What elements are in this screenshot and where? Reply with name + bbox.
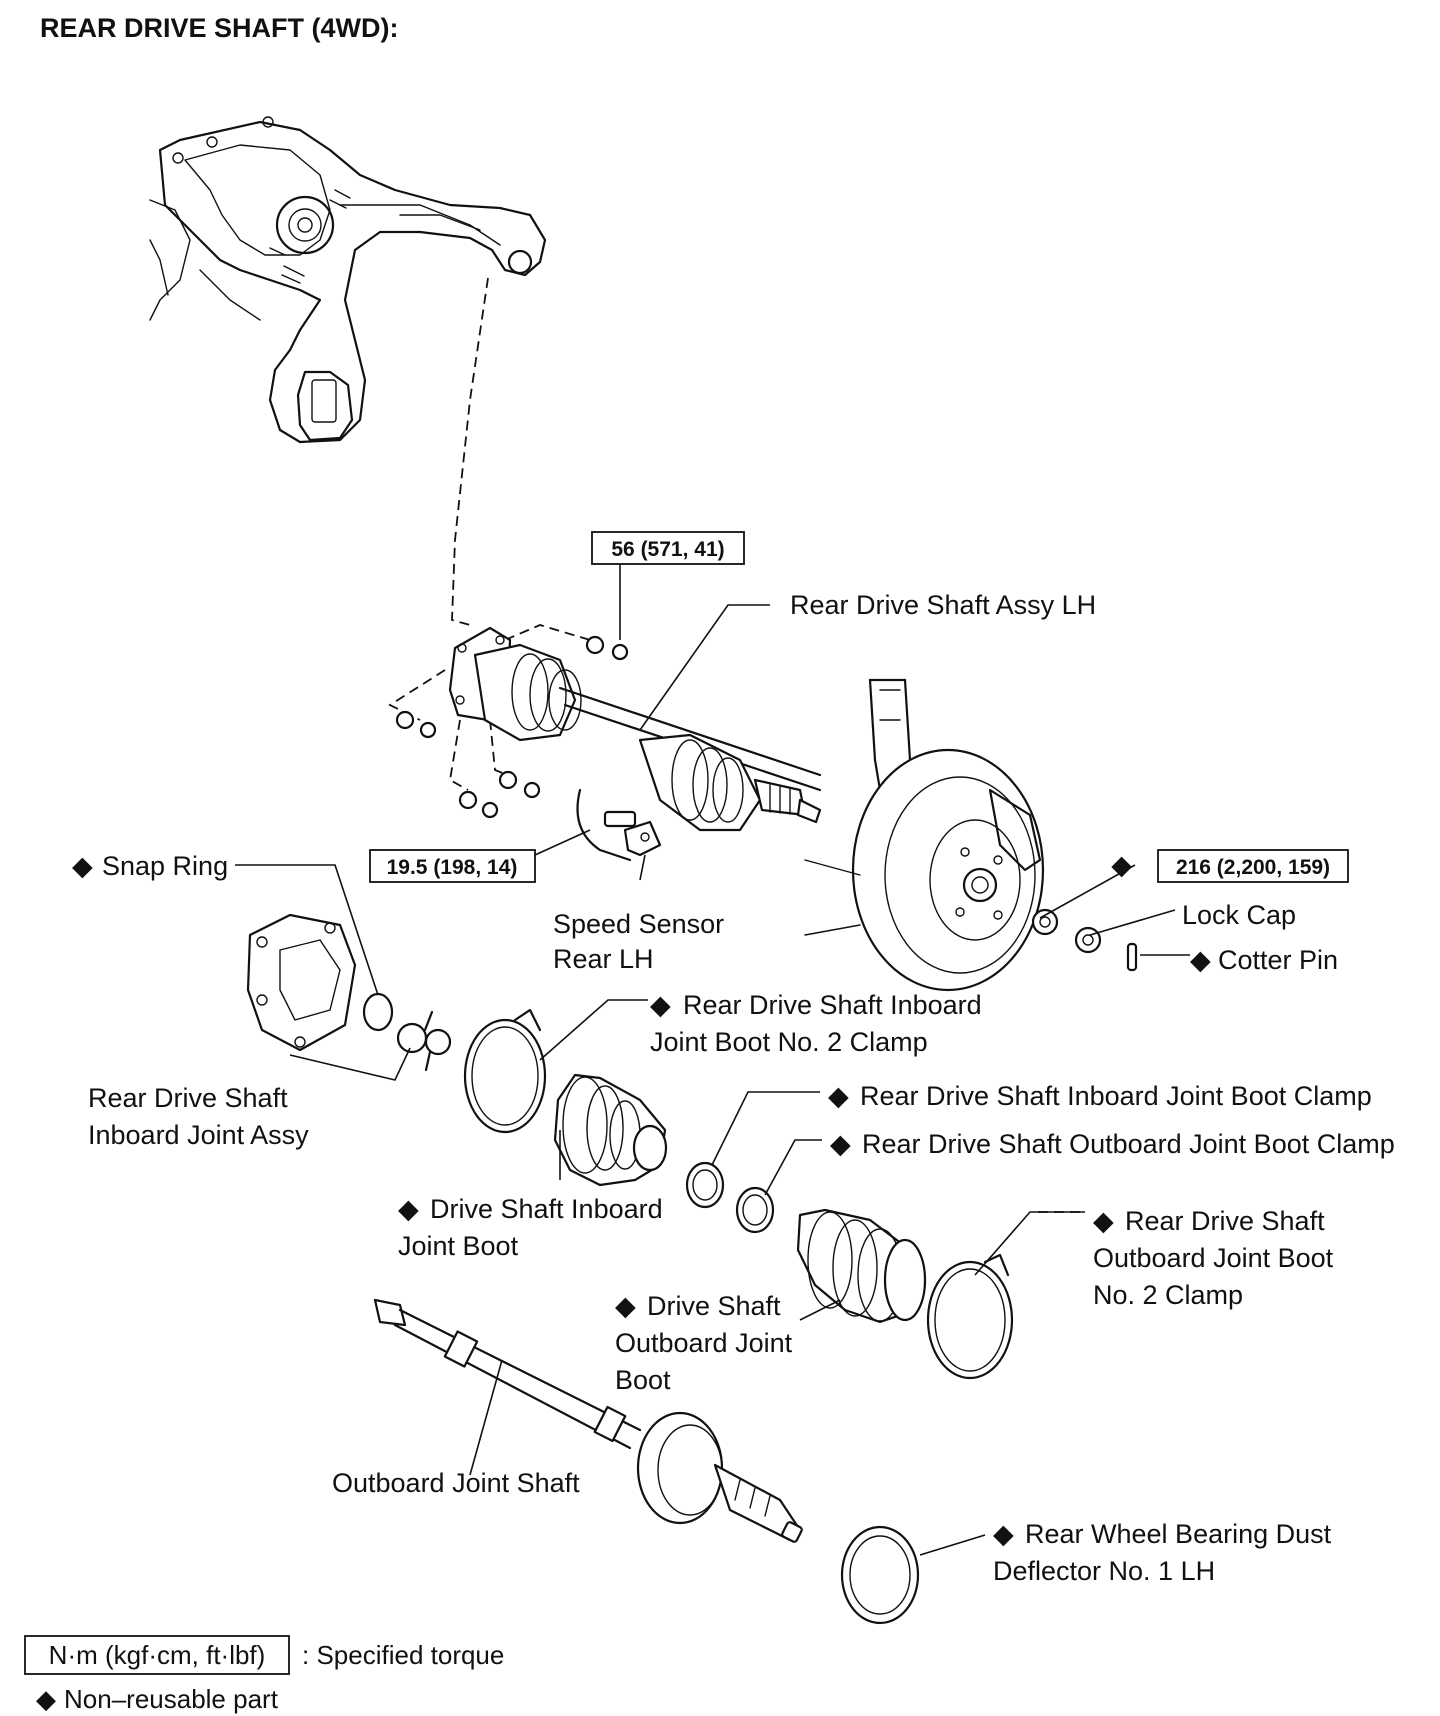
label-speed-sensor: Speed Sensor Rear LH [553, 909, 724, 974]
label-line: Outboard Joint Boot [1093, 1243, 1334, 1273]
rear-drive-shaft-assy-illustration [448, 626, 822, 832]
label-line: Deflector No. 1 LH [993, 1556, 1215, 1586]
label-line: Rear LH [553, 944, 654, 974]
label-snap-ring: ◆ Snap Ring [72, 851, 228, 881]
label-cotter-pin: ◆ Cotter Pin [1190, 945, 1338, 975]
nonreusable-mark: ◆ [615, 1291, 636, 1321]
nonreusable-mark: ◆ [398, 1194, 419, 1224]
label-line: Rear Wheel Bearing Dust [1025, 1519, 1332, 1549]
label-line: Inboard Joint Assy [88, 1120, 309, 1150]
label-line: Joint Boot [398, 1231, 519, 1261]
legend-torque-unit: N·m (kgf·cm, ft·lbf) [49, 1640, 266, 1670]
dust-deflector-illustration [840, 1525, 920, 1625]
label-outboard-joint-boot: ◆ Drive Shaft Outboard Joint Boot [615, 1291, 793, 1395]
torque-value: 19.5 (198, 14) [387, 856, 518, 879]
label-line: Outboard Joint [615, 1328, 793, 1358]
torque-spec-hub-nut: ◆ 216 (2,200, 159) [1111, 849, 1349, 883]
nonreusable-mark: ◆ [993, 1519, 1014, 1549]
label-outboard-joint-shaft: Outboard Joint Shaft [332, 1468, 580, 1498]
torque-value: 216 (2,200, 159) [1176, 856, 1330, 879]
torque-box [369, 849, 536, 883]
label-line: Rear Drive Shaft [88, 1083, 288, 1113]
label-text: Rear Drive Shaft Outboard Joint Boot Cla… [862, 1129, 1395, 1159]
label-text: Cotter Pin [1218, 945, 1338, 975]
label-dust-deflector: ◆ Rear Wheel Bearing Dust Deflector No. … [993, 1519, 1332, 1586]
nonreusable-mark: ◆ [650, 990, 671, 1020]
inboard-boot-clamp-illustration [685, 1161, 725, 1209]
torque-spec-sensor-bolt: 19.5 (198, 14) [369, 849, 536, 883]
label-line: Rear Drive Shaft [1125, 1206, 1325, 1236]
page-title: REAR DRIVE SHAFT (4WD): [40, 13, 399, 43]
outboard-boot-clamp-illustration [735, 1186, 775, 1234]
nonreusable-mark: ◆ [1190, 945, 1211, 975]
nonreusable-mark: ◆ [1111, 850, 1132, 880]
label-line: Drive Shaft Inboard [430, 1194, 663, 1224]
nonreusable-mark: ◆ [1093, 1206, 1114, 1236]
legend-nonreusable-text: Non–reusable part [64, 1684, 279, 1714]
nuts-and-washers [395, 635, 629, 819]
label-line: Rear Drive Shaft Inboard [683, 990, 982, 1020]
differential-carrier-illustration [149, 116, 547, 444]
label-lock-cap: Lock Cap [1182, 900, 1296, 930]
snap-ring-illustration [362, 992, 394, 1032]
nonreusable-mark: ◆ [830, 1129, 851, 1159]
legend: N·m (kgf·cm, ft·lbf) : Specified torque … [24, 1635, 504, 1714]
legend-torque-box [24, 1635, 290, 1675]
label-text: Rear Drive Shaft Inboard Joint Boot Clam… [860, 1081, 1372, 1111]
label-outboard-boot-clamp: ◆ Rear Drive Shaft Outboard Joint Boot C… [830, 1129, 1395, 1159]
outboard-joint-boot-illustration [796, 1208, 927, 1324]
inboard-joint-boot-illustration [553, 1073, 668, 1187]
torque-box [1157, 849, 1349, 883]
label-inboard-boot-clamp: ◆ Rear Drive Shaft Inboard Joint Boot Cl… [828, 1081, 1372, 1111]
legend-nonreusable-mark: ◆ [36, 1684, 56, 1714]
label-line: Drive Shaft [647, 1291, 781, 1321]
torque-spec-nut: 56 (571, 41) [591, 531, 745, 565]
label-inboard-joint-boot: ◆ Drive Shaft Inboard Joint Boot [398, 1194, 663, 1261]
tripod-joint-illustration [396, 1010, 452, 1072]
label-line: Joint Boot No. 2 Clamp [650, 1027, 928, 1057]
label-inboard-boot-no2-clamp: ◆ Rear Drive Shaft Inboard Joint Boot No… [650, 990, 982, 1057]
nonreusable-mark: ◆ [72, 851, 93, 881]
inboard-boot-no2-clamp-illustration [463, 1008, 547, 1134]
label-outboard-boot-no2-clamp: ◆ Rear Drive Shaft Outboard Joint Boot N… [1093, 1206, 1334, 1310]
label-rear-drive-shaft-assy: Rear Drive Shaft Assy LH [790, 590, 1096, 620]
label-line: Speed Sensor [553, 909, 724, 939]
hub-nut-parts [1031, 908, 1138, 972]
torque-value: 56 (571, 41) [611, 538, 724, 561]
torque-box [591, 531, 745, 565]
brake-disc-hub-illustration [804, 678, 1045, 992]
label-inboard-joint-assy: Rear Drive Shaft Inboard Joint Assy [88, 1083, 309, 1150]
nonreusable-mark: ◆ [828, 1081, 849, 1111]
outboard-joint-shaft-illustration [373, 1298, 803, 1543]
label-line: No. 2 Clamp [1093, 1280, 1243, 1310]
speed-sensor-illustration [576, 788, 662, 862]
legend-torque-text: : Specified torque [302, 1640, 504, 1670]
inboard-joint-assy-illustration [246, 913, 357, 1052]
leader-lines [235, 563, 1190, 1556]
label-text: Snap Ring [102, 851, 228, 881]
label-line: Boot [615, 1365, 671, 1395]
outboard-boot-no2-clamp-illustration [926, 1253, 1014, 1380]
